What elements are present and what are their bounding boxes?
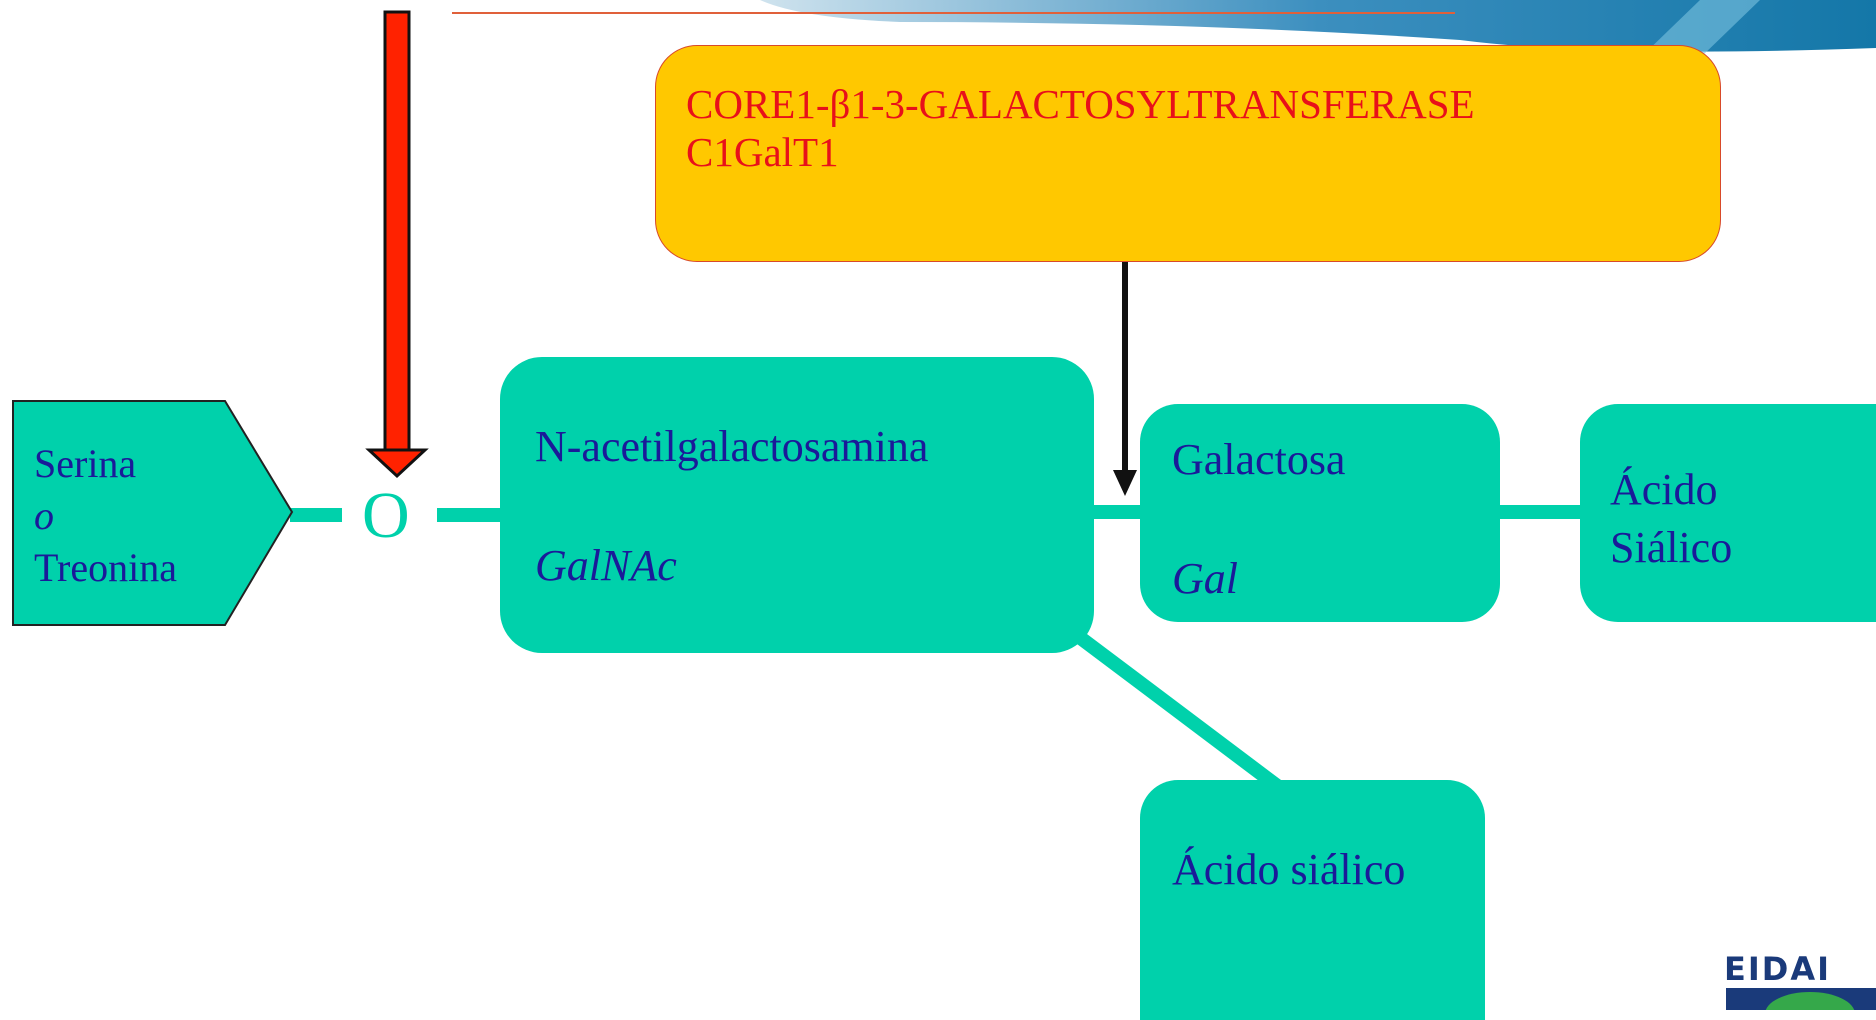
connector-aa-o: [290, 508, 342, 522]
galnac-name: N-acetilgalactosamina: [535, 422, 929, 471]
galnac-abbr: GalNAc: [535, 541, 677, 590]
sialic-acid-right-box: [1580, 404, 1876, 622]
red-down-arrow: [365, 10, 429, 479]
logo-mark: [1726, 988, 1876, 1010]
galactose-name: Galactosa: [1172, 435, 1346, 484]
enzyme-gene: C1GalT1: [686, 129, 839, 175]
connector-o-galnac: [437, 508, 505, 522]
enzyme-box: CORE1-β1-3-GALACTOSYLTRANSFERASE C1GalT1: [655, 45, 1721, 262]
amino-acid-line1: Serina: [34, 441, 137, 486]
connector-gal-sialic: [1495, 505, 1585, 519]
amino-acid-line3: Treonina: [34, 545, 177, 590]
enzyme-name: CORE1-β1-3-GALACTOSYLTRANSFERASE: [686, 81, 1475, 127]
sialic-acid-right-line2: Siálico: [1610, 523, 1733, 572]
galactose-abbr: Gal: [1172, 554, 1238, 603]
connector-galnac-gal: [1090, 505, 1145, 519]
amino-acid-line2: o: [34, 493, 54, 538]
logo-text: EIDAI: [1724, 950, 1831, 988]
eidai-logo: EIDAI: [1720, 950, 1876, 1010]
amino-acid-shape: [12, 400, 294, 626]
sialic-acid-right-line1: Ácido: [1610, 465, 1718, 514]
header-banner: [452, 0, 1876, 58]
sialic-acid-bottom-name: Ácido siálico: [1172, 845, 1406, 894]
galnac-box: [500, 357, 1094, 653]
linkage-atom: O: [362, 479, 410, 552]
enzyme-down-arrow: [1113, 262, 1137, 496]
galactose-box: [1140, 404, 1500, 622]
sialic-acid-bottom-box: [1140, 780, 1485, 1020]
connector-galnac-sialic-diagonal: [1065, 624, 1285, 794]
